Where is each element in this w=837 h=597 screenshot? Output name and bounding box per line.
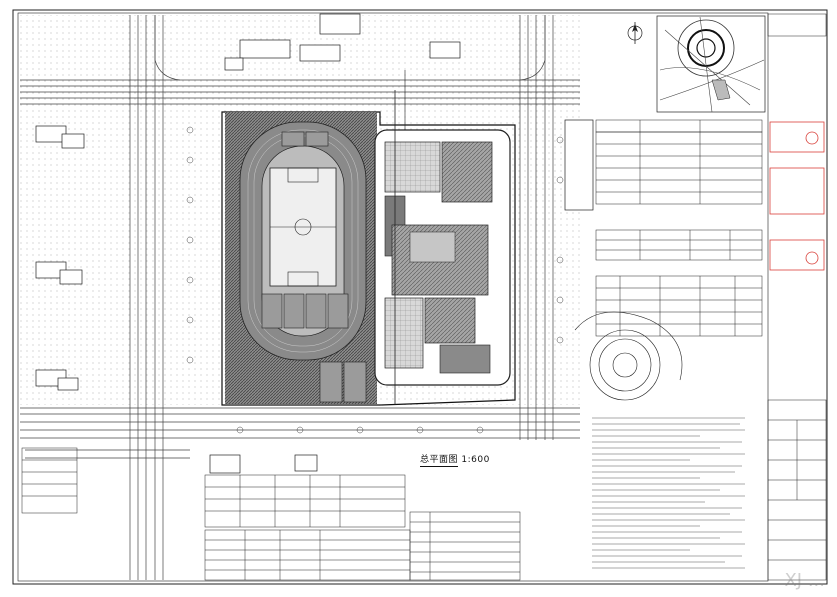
circular-plaza: [574, 311, 683, 401]
school-building-complex: [374, 70, 511, 405]
road-network: [20, 15, 580, 580]
watermark: XJ ...: [784, 570, 825, 591]
drawing-scale: 1:600: [461, 455, 490, 465]
title-block: [767, 13, 827, 581]
location-map-inset: [656, 15, 766, 113]
tree-symbols: [186, 126, 564, 434]
outer-border: [12, 9, 828, 585]
drawing-title: 总平面图 1:600: [420, 452, 490, 467]
design-notes: [592, 417, 745, 569]
economic-indicator-tables: [21, 447, 521, 581]
legend-tables: [595, 119, 763, 337]
basketball-courts: [261, 131, 367, 403]
approval-stamps: [769, 121, 825, 271]
inner-border: [17, 12, 769, 582]
football-field: [269, 167, 337, 287]
north-arrow-icon: [627, 22, 643, 44]
site-boundary: [221, 111, 516, 406]
drawing-title-text: 总平面图: [420, 455, 459, 467]
context-buildings: [35, 13, 594, 474]
